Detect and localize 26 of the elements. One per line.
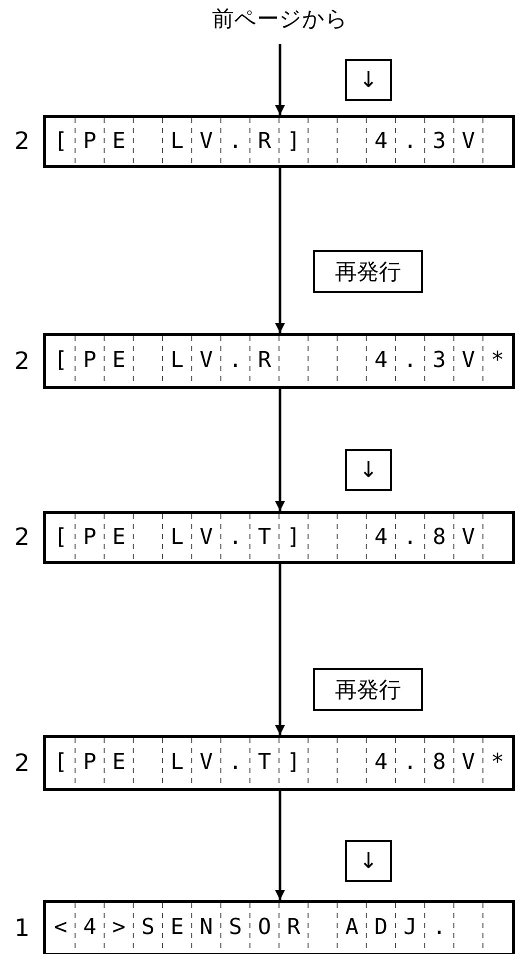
- line-number: 2: [13, 748, 31, 779]
- arrow: [275, 564, 285, 735]
- arrow: [275, 44, 285, 115]
- display-text: [PE LV.R 4.3V*: [52, 348, 515, 374]
- line-number: 2: [13, 522, 31, 553]
- arrow: [275, 389, 285, 511]
- display-panel: [43, 735, 515, 791]
- display-panel: [43, 511, 515, 564]
- arrow: [275, 168, 285, 333]
- arrow: [275, 791, 285, 900]
- line-number: 2: [13, 126, 31, 157]
- display-text: [PE LV.T] 4.8V: [52, 524, 491, 550]
- line-number: 2: [13, 346, 31, 377]
- key-button: 再発行: [313, 668, 423, 711]
- key-button: ↓: [345, 59, 392, 101]
- display-text: [PE LV.R] 4.3V: [52, 128, 491, 154]
- display-panel: [43, 333, 515, 389]
- key-button: ↓: [345, 449, 392, 491]
- key-button: 再発行: [313, 250, 423, 293]
- display-panel: [43, 900, 515, 954]
- display-text: [PE LV.T] 4.8V*: [52, 750, 515, 776]
- display-text: <4>SENSOR ADJ.: [52, 915, 462, 941]
- display-panel: [43, 115, 515, 168]
- source-label: 前ページから: [200, 2, 360, 38]
- key-button: ↓: [345, 840, 392, 882]
- line-number: 1: [13, 913, 31, 944]
